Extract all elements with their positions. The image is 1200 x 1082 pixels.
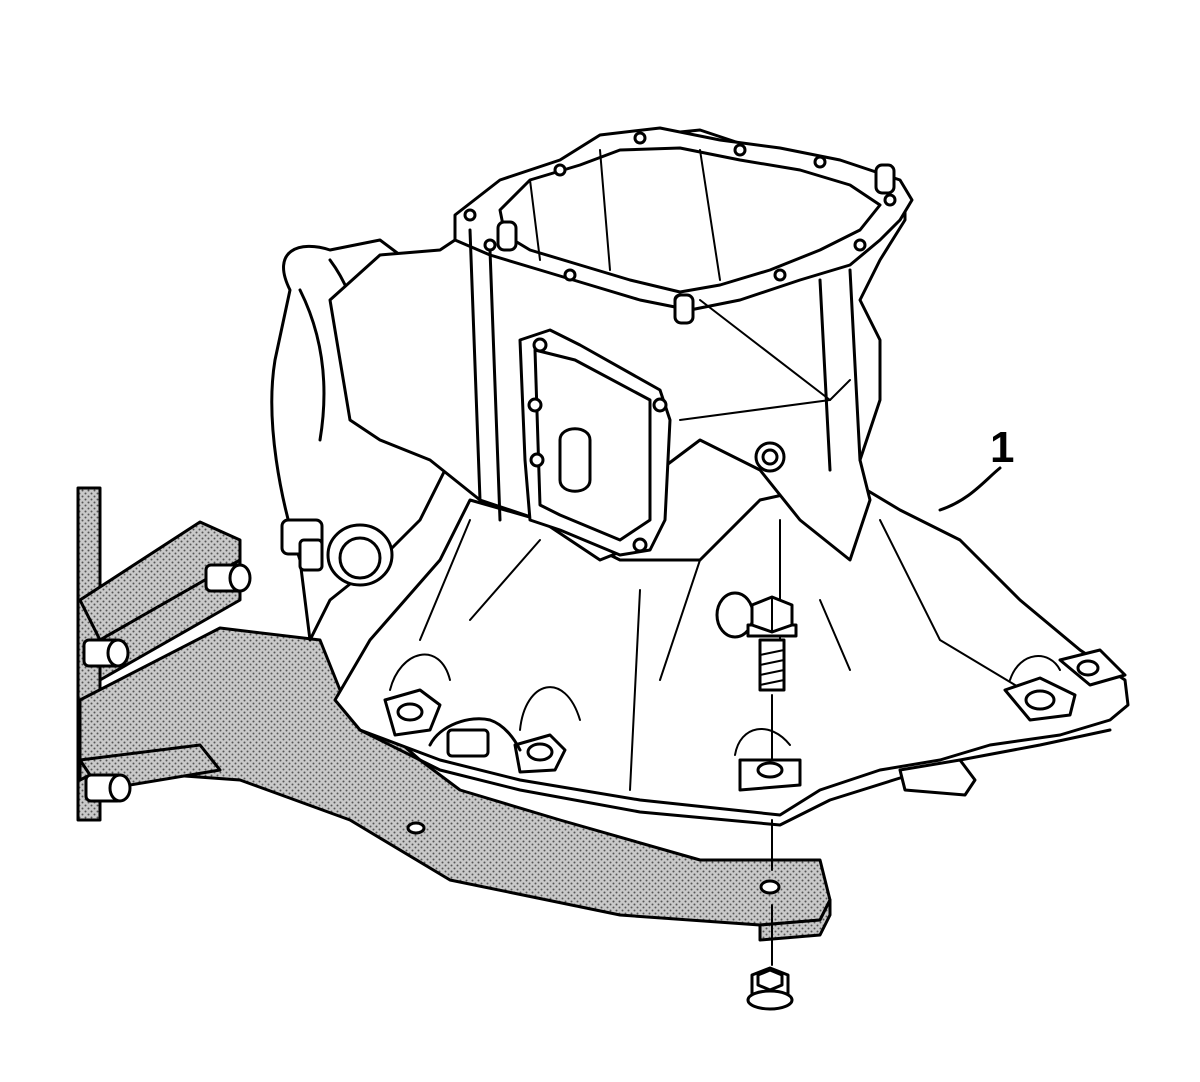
- side-cover-inner: [533, 348, 652, 542]
- fixture-upper-rail: [78, 520, 242, 642]
- bell-window-left: [389, 653, 451, 691]
- bell-flange-edge: [358, 728, 1112, 827]
- fixture-bolts: [82, 563, 252, 803]
- bell-flange-lugs: [383, 648, 1127, 774]
- housing-rear-rib: [298, 288, 326, 442]
- fixture-bolt-upper: [204, 563, 252, 593]
- bell-window-mid: [519, 686, 581, 731]
- case-rib-3: [818, 278, 832, 472]
- fixture-bolt-middle: [82, 638, 130, 668]
- housing-inner-wall-3: [699, 149, 721, 281]
- bolt-threads: [759, 649, 785, 686]
- left-sensor: [280, 518, 324, 572]
- bell-contour-5: [819, 599, 851, 671]
- housing-inner-wall: [529, 179, 541, 261]
- housing-inner-wall-2: [599, 149, 611, 271]
- mounting-nut: [746, 966, 794, 1011]
- bell-contour-6: [629, 589, 641, 791]
- callout-leader-line: [938, 466, 1002, 512]
- left-port: [326, 523, 394, 587]
- bell-window-right: [1009, 655, 1061, 681]
- side-cover-plate: [518, 328, 672, 557]
- bottom-bracket: [898, 758, 977, 797]
- case-rib-2: [488, 248, 502, 522]
- bolt-shank: [758, 638, 786, 692]
- mounting-boss-inner: [761, 448, 779, 466]
- case-rib-1: [468, 228, 482, 502]
- callout-label-1: 1: [990, 423, 1014, 472]
- fixture-arm-tip: [758, 898, 832, 942]
- wire-connector: [446, 728, 490, 758]
- nut-flange: [746, 989, 794, 1011]
- mounting-bolt: [746, 595, 798, 692]
- side-cover-bolt-holes: [527, 337, 668, 553]
- case-rib-cross-2: [679, 399, 831, 421]
- fixture-hole: [406, 821, 426, 835]
- bell-contour-3: [659, 559, 701, 681]
- fixture-bolt-hole: [759, 879, 781, 895]
- housing-bell-flare: [333, 478, 1130, 817]
- center-boss: [558, 427, 592, 493]
- nut-top: [756, 968, 784, 992]
- wire-harness: [428, 717, 522, 752]
- bolt-pad-hole: [756, 761, 784, 779]
- transmission-housing: [270, 126, 1130, 827]
- fixture-bolt-lower: [84, 773, 132, 803]
- bell-window-center: [734, 728, 791, 756]
- housing-top-opening: [498, 146, 882, 294]
- case-rib-4: [848, 268, 862, 462]
- bell-contour-7: [879, 519, 1041, 701]
- bell-contour-1: [419, 519, 471, 641]
- bell-contour-2: [469, 539, 541, 621]
- dowel-pins: [496, 163, 896, 325]
